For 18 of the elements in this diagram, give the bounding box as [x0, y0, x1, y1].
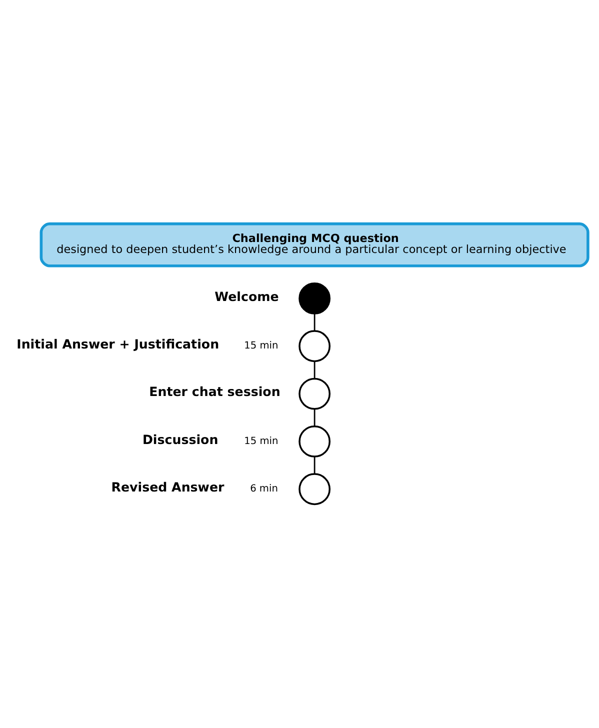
- connector: [314, 408, 316, 426]
- node-label: Enter chat session: [149, 384, 280, 400]
- node-label: Initial Answer + Justification: [16, 336, 220, 352]
- connector: [314, 314, 316, 331]
- node-box: Challenging MCQ question designed to deepen student’s knowledge around a particular concept or learning objective: [40, 222, 590, 268]
- node-label: Revised Answer: [111, 480, 224, 495]
- node-label: Discussion: [142, 432, 218, 447]
- node-circle: [298, 282, 331, 314]
- node-circle: [298, 473, 331, 506]
- connector: [314, 456, 316, 474]
- node-label: 15 min: [244, 340, 278, 352]
- node-label: 6 min: [250, 484, 278, 495]
- node-label: 15 min: [244, 436, 278, 448]
- connector: [314, 361, 316, 379]
- node-circle: [298, 378, 331, 410]
- node-label: Welcome: [214, 288, 279, 304]
- node-circle: [298, 426, 331, 458]
- node-circle: [298, 330, 331, 362]
